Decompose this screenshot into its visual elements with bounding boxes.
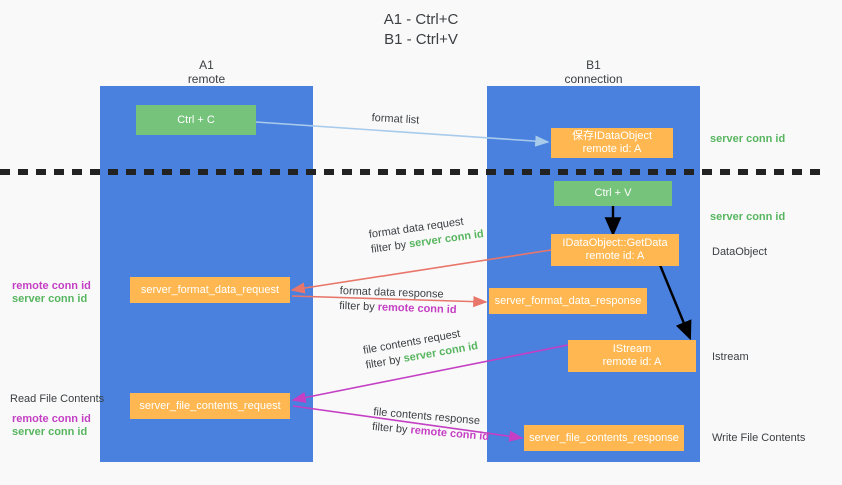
right-label-istream: Istream [712, 351, 749, 363]
edge-label-format-list: format list [371, 111, 419, 128]
filter-by-prefix-4: filter by [371, 420, 411, 437]
node-save-idataobject-line2: remote id: A [582, 143, 642, 155]
page-title: A1 - Ctrl+C B1 - Ctrl+V [0, 10, 842, 50]
node-istream-line1: IStream [612, 343, 652, 355]
right-label-server-conn-id-mid: server conn id [710, 211, 786, 223]
node-istream[interactable]: IStream remote id: A [568, 340, 696, 372]
lane-a1-subtitle: remote [187, 72, 226, 86]
title-line-2: B1 - Ctrl+V [384, 31, 458, 48]
lane-header-a1: A1 remote [100, 58, 313, 86]
node-ctrl-v[interactable]: Ctrl + V [554, 181, 672, 206]
node-server-format-data-response-label: server_format_data_response [494, 294, 642, 307]
node-ctrl-c-label: Ctrl + C [177, 113, 215, 126]
left-label-remote-conn-id-mid: remote conn id [12, 280, 91, 292]
title-line-1: A1 - Ctrl+C [383, 11, 459, 28]
node-getdata-line2: remote id: A [585, 250, 645, 262]
node-server-file-contents-response-label: server_file_contents_response [529, 431, 679, 444]
node-server-format-data-request-label: server_format_data_request [140, 283, 280, 296]
edge-label-format-data-response: format data response filter by remote co… [339, 284, 457, 318]
node-getdata-line1: IDataObject::GetData [562, 237, 668, 249]
left-label-read-file-contents: Read File Contents [10, 393, 105, 405]
node-idataobject-getdata[interactable]: IDataObject::GetData remote id: A [551, 234, 679, 266]
node-istream-line2: remote id: A [602, 356, 662, 368]
right-label-dataobject: DataObject [712, 246, 768, 258]
right-label-server-conn-id-top: server conn id [710, 133, 786, 145]
node-save-idataobject-line1: 保存IDataObject [571, 130, 653, 142]
node-server-format-data-request[interactable]: server_format_data_request [130, 277, 290, 303]
edge-label-format-list-text: format list [371, 111, 420, 127]
right-label-write-file-contents: Write File Contents [712, 432, 806, 444]
node-ctrl-v-label: Ctrl + V [594, 187, 632, 199]
lane-b1-title: B1 [586, 58, 601, 72]
left-label-server-conn-id-low: server conn id [12, 426, 88, 438]
edge-label-file-contents-request: file contents request filter by server c… [362, 324, 479, 373]
remote-conn-id-key-2: remote conn id [377, 301, 457, 317]
edge-label-format-data-response-line2: filter by remote conn id [339, 299, 457, 318]
node-save-idataobject[interactable]: 保存IDataObject remote id: A [551, 128, 673, 158]
node-server-format-data-response[interactable]: server_format_data_response [489, 288, 647, 314]
lane-header-b1: B1 connection [487, 58, 700, 86]
node-ctrl-c[interactable]: Ctrl + C [136, 105, 256, 135]
edge-label-file-contents-response: file contents response filter by remote … [371, 405, 491, 445]
lane-b1-subtitle: connection [564, 72, 623, 86]
left-label-server-conn-id-mid: server conn id [12, 293, 88, 305]
left-label-remote-conn-id-low: remote conn id [12, 413, 91, 425]
filter-by-prefix-2: filter by [339, 299, 378, 314]
node-server-file-contents-request-label: server_file_contents_request [139, 399, 281, 412]
filter-by-prefix-1: filter by [370, 238, 411, 256]
node-server-file-contents-response[interactable]: server_file_contents_response [524, 425, 684, 451]
node-server-file-contents-request[interactable]: server_file_contents_request [130, 393, 290, 419]
lane-a1-title: A1 [199, 58, 214, 72]
edge-label-format-data-request: format data request filter by server con… [368, 212, 485, 258]
